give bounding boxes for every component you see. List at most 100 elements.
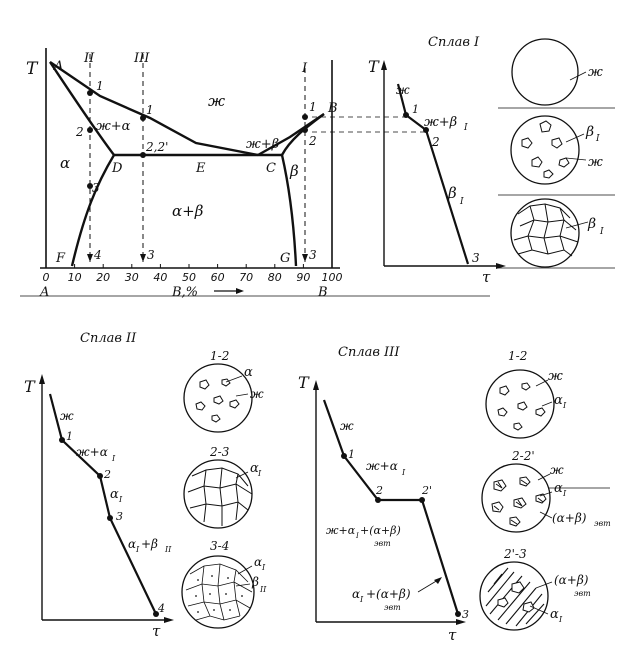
a3-m3-ph1: эвт: [574, 589, 591, 598]
a3-m1-ph0: ж: [548, 369, 563, 384]
a3-micro-2-circle: [481, 463, 551, 533]
a3-m1-grains: [497, 382, 546, 431]
a2-micro-3-circle: [181, 555, 255, 629]
leader: [235, 393, 249, 397]
mark-I-2: 2: [308, 134, 317, 148]
dot: [403, 112, 409, 118]
a2-m1-ph1: ж: [250, 387, 264, 401]
a2-mark-3: 3: [116, 510, 123, 523]
a2-liq-alpha-sub: I: [111, 454, 116, 463]
solidus-alpha: [49, 61, 115, 156]
a1-m3-ph1: I: [599, 227, 604, 237]
a1-m2-grains: [521, 120, 570, 179]
a3-liq-alpha: ж+α: [366, 459, 398, 473]
dot: [87, 90, 93, 96]
a2-ab: α: [128, 537, 136, 551]
a3-m2-grains: [491, 476, 547, 527]
mark-III-22: 2,2': [145, 140, 168, 154]
a1-x-arrow: [496, 263, 506, 269]
a3-m3-ph2: α: [550, 607, 559, 622]
leader: [565, 157, 587, 161]
a3-m3-ph0: (α+β): [554, 573, 589, 587]
point-E: E: [195, 161, 206, 176]
a1-mark-3: 3: [472, 251, 480, 265]
a2-m1-caption: 1-2: [210, 349, 229, 363]
point-C: C: [266, 161, 276, 176]
alloy2-title: Сплав II: [80, 331, 137, 346]
a2-y-label: T: [24, 377, 36, 396]
a2-mark-2: 2: [103, 468, 111, 481]
a3-after-sub2: эвт: [384, 603, 401, 612]
a3-m3-caption: 2'-3: [503, 547, 527, 561]
a1-micro-1-circle: [511, 38, 579, 106]
a3-x-arrow: [456, 619, 466, 625]
point-B: B: [327, 101, 338, 116]
x-tick-label: 30: [125, 271, 139, 284]
a1-liquid: ж: [396, 83, 410, 97]
a2-alpha: α: [110, 487, 119, 502]
a3-mark-2p: 2': [421, 484, 432, 497]
region-alpha-beta: α+β: [172, 202, 204, 220]
a3-after-sub: I: [359, 595, 364, 604]
a2-m1-grains: [195, 378, 240, 423]
a2-micro-2-circle: [183, 459, 253, 529]
point-G: G: [280, 251, 290, 266]
a1-m2-ph2: ж: [588, 155, 603, 170]
alloy2-curve: Сплав II T τ ж 1 ж+α I 2 α I 3 α I +β II…: [24, 331, 174, 640]
x-tick-label: 100: [322, 271, 343, 284]
dot: [375, 497, 381, 503]
a1-mark-2: 2: [431, 135, 440, 149]
point-F: F: [55, 251, 66, 266]
dot: [153, 611, 159, 617]
a3-eut-rest: +(α+β): [360, 524, 401, 537]
region-liq-beta: ж+β: [246, 137, 279, 152]
a2-mark-1: 1: [66, 430, 73, 443]
mark-II-2: 2: [75, 125, 84, 139]
leader: [237, 565, 253, 575]
x-tick-label: 70: [239, 271, 253, 284]
a1-micro-3-circle: [510, 198, 580, 268]
dot: [341, 453, 347, 459]
a2-curve: [48, 393, 157, 615]
a3-leader: [417, 579, 439, 593]
a3-mark-3: 3: [462, 608, 469, 621]
dot: [87, 127, 93, 133]
alloy3-curve: Сплав III T τ ж 1 ж+α I 2 2' ж+α I +(α+β…: [298, 345, 469, 644]
region-liquid: ж: [208, 92, 225, 110]
a2-alpha-sub: I: [118, 495, 123, 504]
a1-m3-grains: [513, 203, 579, 257]
a2-mark-4: 4: [157, 602, 165, 615]
a3-liquid: ж: [340, 419, 354, 433]
x-tick-label: 0: [43, 271, 50, 284]
region-alpha: α: [60, 154, 70, 172]
a3-micro-1-circle: [485, 369, 555, 439]
dot: [419, 497, 425, 503]
mark-II-3: 3: [92, 181, 100, 195]
leader: [539, 491, 553, 497]
leader: [565, 221, 589, 229]
a3-mark-1: 1: [348, 448, 355, 461]
solvus-alpha: [70, 154, 116, 267]
point-A: A: [53, 59, 63, 74]
leader: [565, 133, 585, 143]
a2-m1-ph0: α: [244, 365, 253, 380]
a3-eut-sub: I: [355, 532, 359, 540]
a3-leader-head: [434, 577, 442, 584]
leader: [535, 379, 549, 387]
mark-III-1: 1: [146, 103, 154, 117]
a3-micro-3-circle: [479, 561, 549, 631]
a3-m2-caption: 2-2': [511, 449, 535, 463]
a1-beta: β: [447, 184, 457, 202]
arrow-III: [140, 254, 146, 262]
a3-eut-sub2: эвт: [374, 539, 391, 548]
a2-m3-ph3: II: [259, 585, 267, 594]
a2-m3-ph0: α: [254, 555, 262, 569]
a1-liq-beta: ж+β: [424, 115, 457, 130]
a2-m3-grains: [185, 563, 253, 621]
a1-m1-ph0: ж: [588, 65, 603, 80]
x-tick-label: 60: [211, 271, 225, 284]
leader: [235, 471, 249, 479]
alloy3-micro: 1-2 ж α I 2-2' ж α I (α+β) эвт 2'-3: [479, 349, 611, 631]
leader: [541, 401, 553, 407]
alloy-II-label: II: [83, 51, 95, 66]
